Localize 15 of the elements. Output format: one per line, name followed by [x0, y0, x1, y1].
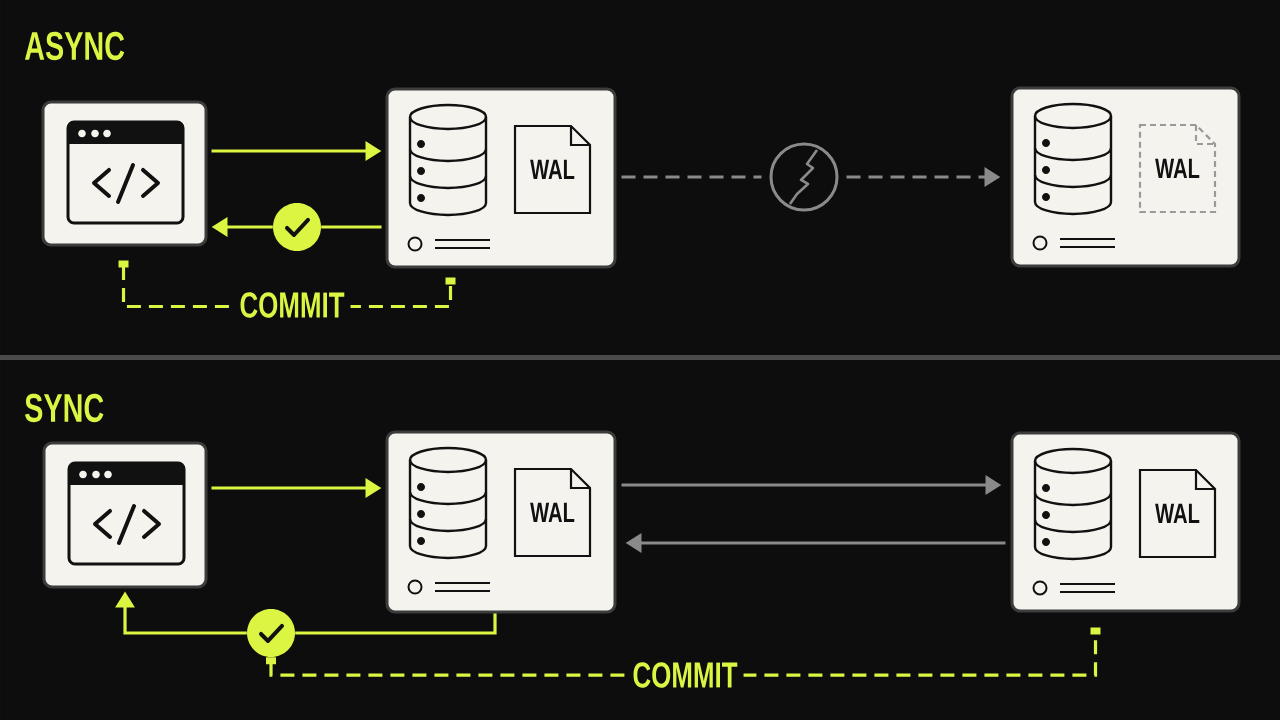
document: WAL — [513, 467, 592, 558]
dashed-bracket-line — [266, 627, 1101, 677]
document: WAL — [513, 124, 592, 215]
section-heading: SYNC — [25, 393, 104, 423]
edge-label: COMMIT — [233, 286, 351, 324]
section-heading: ASYNC — [24, 31, 125, 61]
dashed-connector-line — [621, 175, 762, 179]
check-icon — [273, 203, 321, 251]
document: WAL — [1138, 468, 1217, 559]
connector-line — [295, 613, 497, 635]
broken-link-icon — [769, 142, 839, 212]
check-icon — [247, 609, 295, 657]
edge-label: COMMIT — [626, 656, 744, 694]
connector-line — [321, 225, 382, 229]
document: WAL — [1138, 123, 1217, 214]
